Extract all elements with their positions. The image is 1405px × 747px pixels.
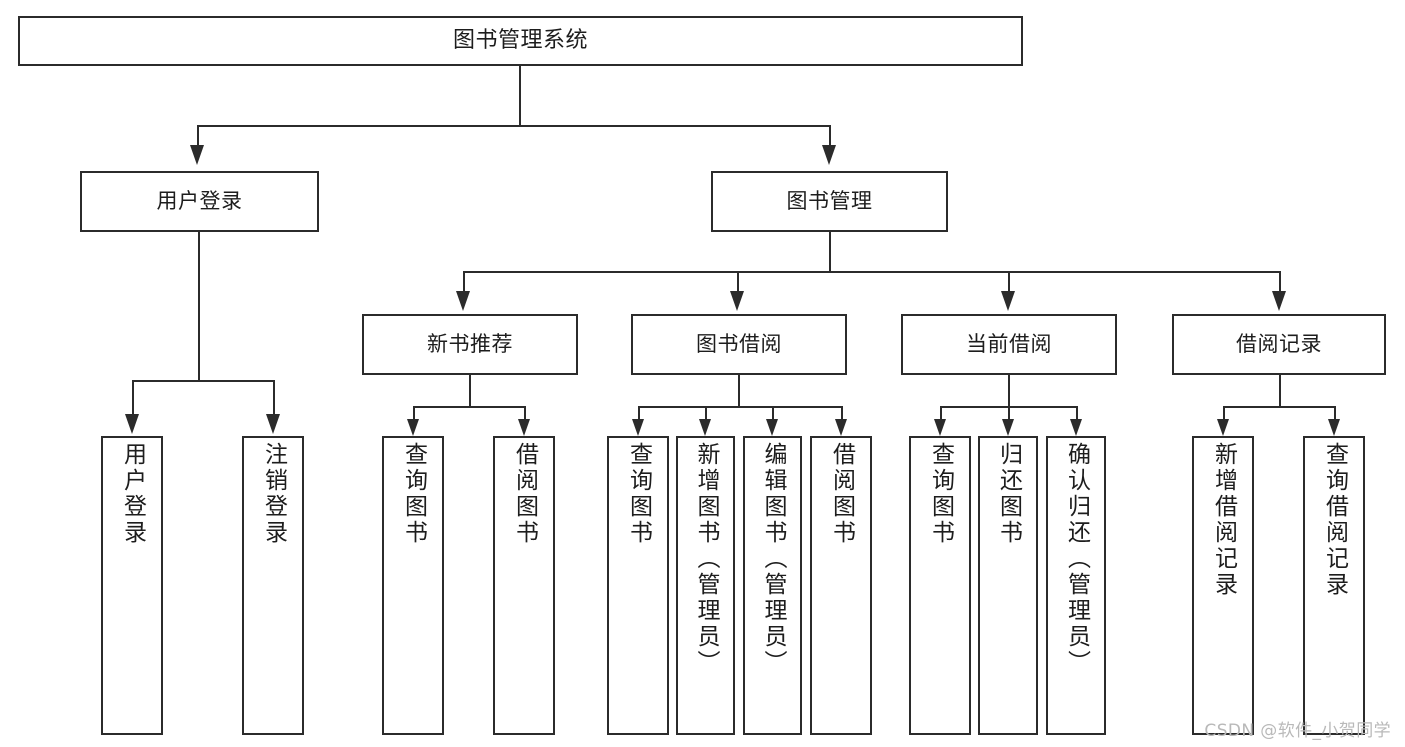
node-book-manage[interactable]: 图书管理 bbox=[711, 171, 948, 232]
connector-book-manage-drop-1 bbox=[463, 271, 466, 293]
connector-br-stem bbox=[1279, 375, 1282, 408]
node-leaf-confirm-return[interactable]: 确认归还（管理员） bbox=[1046, 436, 1106, 735]
node-leaf-query-book-2-label: 查询图书 bbox=[625, 442, 652, 546]
arrowhead-to-leaf-user-login bbox=[125, 414, 139, 434]
arrowhead-to-leaf-query-book-2 bbox=[632, 419, 644, 436]
node-leaf-query-book-3-label: 查询图书 bbox=[927, 442, 954, 546]
node-root[interactable]: 图书管理系统 bbox=[18, 16, 1023, 66]
arrowhead-to-leaf-query-book-3 bbox=[934, 419, 946, 436]
node-leaf-borrow-book-2[interactable]: 借阅图书 bbox=[810, 436, 872, 735]
connector-root-bus bbox=[198, 125, 831, 128]
connector-bb-drop-4 bbox=[841, 406, 844, 422]
connector-cb-stem bbox=[1008, 375, 1011, 408]
connector-root-drop-1 bbox=[197, 125, 200, 147]
connector-user-login-drop-2 bbox=[273, 380, 276, 416]
connector-user-login-stem bbox=[198, 232, 201, 382]
node-leaf-add-record[interactable]: 新增借阅记录 bbox=[1192, 436, 1254, 735]
arrowhead-to-leaf-confirm-return bbox=[1070, 419, 1082, 436]
connector-cb-drop-1 bbox=[940, 406, 943, 422]
connector-bb-bus bbox=[639, 406, 843, 409]
node-current-borrow[interactable]: 当前借阅 bbox=[901, 314, 1117, 375]
connector-bb-stem bbox=[738, 375, 741, 408]
arrowhead-to-user-login bbox=[190, 145, 204, 165]
connector-root-drop-2 bbox=[829, 125, 832, 147]
node-leaf-user-login[interactable]: 用户登录 bbox=[101, 436, 163, 735]
arrowhead-to-current-borrow bbox=[1001, 291, 1015, 311]
node-leaf-confirm-return-label: 确认归还（管理员） bbox=[1063, 442, 1090, 676]
node-leaf-borrow-book-1-label: 借阅图书 bbox=[511, 442, 538, 546]
node-leaf-query-record[interactable]: 查询借阅记录 bbox=[1303, 436, 1365, 735]
node-leaf-return-book[interactable]: 归还图书 bbox=[978, 436, 1038, 735]
arrowhead-to-leaf-return-book bbox=[1002, 419, 1014, 436]
node-user-login-label: 用户登录 bbox=[156, 188, 243, 213]
arrowhead-to-leaf-query-record bbox=[1328, 419, 1340, 436]
node-leaf-query-book-3[interactable]: 查询图书 bbox=[909, 436, 971, 735]
arrowhead-to-leaf-add-record bbox=[1217, 419, 1229, 436]
node-leaf-add-book-label: 新增图书（管理员） bbox=[693, 442, 719, 676]
arrowhead-to-leaf-add-book bbox=[699, 419, 711, 436]
connector-bb-drop-3 bbox=[772, 406, 775, 422]
connector-user-login-bus bbox=[133, 380, 275, 383]
connector-nbr-stem bbox=[469, 375, 472, 408]
node-new-book-recommend-label: 新书推荐 bbox=[427, 331, 513, 356]
node-root-label: 图书管理系统 bbox=[452, 27, 588, 53]
node-leaf-query-book-1-label: 查询图书 bbox=[400, 442, 427, 546]
connector-book-manage-bus bbox=[464, 271, 1281, 274]
node-leaf-return-book-label: 归还图书 bbox=[995, 442, 1022, 546]
connector-user-login-drop-1 bbox=[132, 380, 135, 416]
node-book-borrow[interactable]: 图书借阅 bbox=[631, 314, 847, 375]
node-new-book-recommend[interactable]: 新书推荐 bbox=[362, 314, 578, 375]
connector-book-manage-drop-4 bbox=[1279, 271, 1282, 293]
arrowhead-to-leaf-query-book-1 bbox=[407, 419, 419, 436]
connector-bb-drop-2 bbox=[705, 406, 708, 422]
arrowhead-to-book-manage bbox=[822, 145, 836, 165]
connector-cb-drop-3 bbox=[1076, 406, 1079, 422]
node-book-manage-label: 图书管理 bbox=[786, 188, 873, 213]
connector-bb-drop-1 bbox=[638, 406, 641, 422]
arrowhead-to-new-book-recommend bbox=[456, 291, 470, 311]
connector-nbr-bus bbox=[414, 406, 526, 409]
connector-br-bus bbox=[1224, 406, 1336, 409]
connector-nbr-drop-1 bbox=[413, 406, 416, 422]
connector-book-manage-drop-3 bbox=[1008, 271, 1011, 293]
arrowhead-to-leaf-borrow-book-1 bbox=[518, 419, 530, 436]
connector-root-stem bbox=[519, 66, 522, 125]
arrowhead-to-leaf-edit-book bbox=[766, 419, 778, 436]
arrowhead-to-leaf-borrow-book-2 bbox=[835, 419, 847, 436]
node-leaf-add-book[interactable]: 新增图书（管理员） bbox=[676, 436, 735, 735]
node-current-borrow-label: 当前借阅 bbox=[966, 331, 1052, 356]
connector-br-drop-2 bbox=[1334, 406, 1337, 422]
connector-book-manage-drop-2 bbox=[737, 271, 740, 293]
node-borrow-record-label: 借阅记录 bbox=[1236, 331, 1322, 356]
node-leaf-query-book-1[interactable]: 查询图书 bbox=[382, 436, 444, 735]
connector-nbr-drop-2 bbox=[524, 406, 527, 422]
node-borrow-record[interactable]: 借阅记录 bbox=[1172, 314, 1386, 375]
node-leaf-edit-book[interactable]: 编辑图书（管理员） bbox=[743, 436, 802, 735]
node-leaf-query-book-2[interactable]: 查询图书 bbox=[607, 436, 669, 735]
connector-cb-drop-2 bbox=[1008, 406, 1011, 422]
arrowhead-to-borrow-record bbox=[1272, 291, 1286, 311]
node-leaf-edit-book-label: 编辑图书（管理员） bbox=[760, 442, 786, 676]
arrowhead-to-leaf-logout bbox=[266, 414, 280, 434]
node-leaf-add-record-label: 新增借阅记录 bbox=[1210, 442, 1237, 598]
connector-br-drop-1 bbox=[1223, 406, 1226, 422]
node-leaf-query-record-label: 查询借阅记录 bbox=[1321, 442, 1348, 598]
node-leaf-borrow-book-1[interactable]: 借阅图书 bbox=[493, 436, 555, 735]
csdn-watermark: CSDN @软件_小贺同学 bbox=[1204, 721, 1391, 741]
node-leaf-user-login-label: 用户登录 bbox=[119, 442, 146, 546]
connector-book-manage-stem bbox=[829, 232, 832, 273]
node-user-login[interactable]: 用户登录 bbox=[80, 171, 319, 232]
node-book-borrow-label: 图书借阅 bbox=[696, 331, 782, 356]
node-leaf-borrow-book-2-label: 借阅图书 bbox=[828, 442, 855, 546]
arrowhead-to-book-borrow bbox=[730, 291, 744, 311]
node-leaf-logout-label: 注销登录 bbox=[260, 442, 287, 546]
node-leaf-logout[interactable]: 注销登录 bbox=[242, 436, 304, 735]
